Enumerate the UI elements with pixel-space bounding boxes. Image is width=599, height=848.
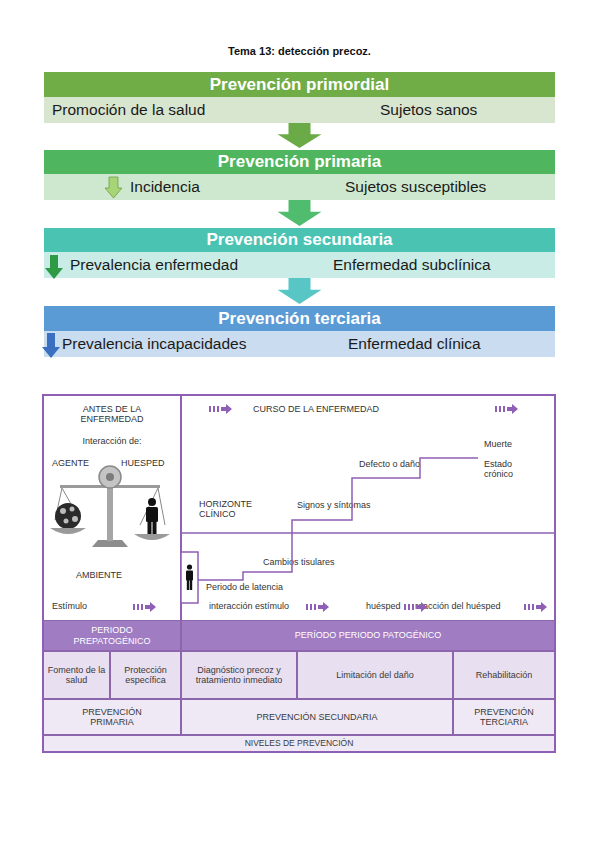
node-text: Muerte: [484, 439, 512, 449]
level-arrow: [278, 278, 322, 304]
node-text: Defecto o daño: [359, 459, 420, 469]
node-text: Signos y síntomas: [297, 500, 371, 510]
node-text: Enfermedad subclínica: [333, 256, 491, 274]
levels-band: NIVELES DE PREVENCIÓN: [43, 735, 555, 752]
region-box: ANTES DE LA ENFERMEDAD Interacción de: AGE…: [43, 395, 181, 620]
course-arrow-icon: [495, 404, 518, 414]
node-text: CURSO DE LA ENFERMEDAD: [253, 404, 379, 414]
node-text: Estímulo: [52, 601, 87, 611]
down-arrow-icon: [45, 255, 63, 279]
node-text: huésped: [366, 601, 401, 611]
stimulus-arrow-icon: [524, 602, 547, 612]
period-band: PERIODO PREPATOGÉNICO: [43, 620, 181, 651]
level-subrow: Prevalencia incapacidades Enfermedad clín…: [44, 331, 555, 357]
node-text: PERIODO PREPATOGÉNICO: [57, 625, 167, 646]
action-box: Protección específica: [110, 651, 181, 699]
node-text: Prevención terciaria: [218, 309, 381, 329]
clinical-horizon-line: [181, 532, 555, 534]
node-text: Periodo de latencia: [206, 582, 283, 592]
region-box: CURSO DE LA ENFERMEDAD MuerteEstado cróni…: [181, 395, 555, 620]
stimulus-arrow-icon: [404, 602, 427, 612]
level-header: Prevención primordial: [44, 72, 555, 97]
disease-course-steps: [198, 458, 478, 580]
node-text: Incidencia: [130, 178, 200, 196]
level-header: Prevención terciaria: [44, 306, 555, 331]
node-text: Sujetos sanos: [380, 101, 477, 119]
node-text: Rehabilitación: [476, 670, 533, 680]
person-box: [181, 552, 198, 603]
prevention-band: PREVENCIÓN PRIMARIA: [43, 699, 181, 735]
node-text: Interacción de:: [71, 436, 153, 446]
node-text: NIVELES DE PREVENCIÓN: [245, 739, 354, 749]
person-icon: [186, 564, 193, 590]
node-text: Limitación del daño: [336, 670, 414, 680]
node-text: ANTES DE LA ENFERMEDAD: [55, 404, 169, 425]
balance-scale: [50, 466, 170, 547]
node-text: AGENTE: [52, 458, 89, 468]
level-subrow: Prevalencia enfermedad Enfermedad subclín…: [44, 252, 555, 278]
node-text: Diagnóstico precoz y tratamiento inmedia…: [187, 665, 291, 686]
node-text: Fomento de la salud: [47, 665, 107, 686]
node-text: Estado crónico: [484, 459, 529, 480]
node-text: AMBIENTE: [76, 570, 122, 580]
level-header: Prevención primaria: [44, 150, 555, 174]
level-subrow: Promoción de la salud Sujetos sanos: [44, 97, 555, 123]
node-text: PREVENCIÓN SECUNDARIA: [256, 712, 377, 722]
node-text: Protección específica: [114, 665, 178, 686]
node-text: Sujetos susceptibles: [345, 178, 486, 196]
action-box: Limitación del daño: [297, 651, 453, 699]
node-text: HORIZONTE CLÍNICO: [199, 499, 271, 520]
diagram-title: Tema 13: detección precoz.: [0, 45, 599, 57]
level-arrow: [278, 200, 322, 226]
course-arrow-icon: [209, 404, 232, 414]
level-header: Prevención secundaria: [44, 228, 555, 252]
down-arrow-icon: [105, 177, 122, 198]
stimulus-arrow-icon: [133, 602, 156, 612]
prevention-band: PREVENCIÓN TERCIARIA: [453, 699, 555, 735]
node-text: Cambios tisulares: [263, 557, 335, 567]
diagram-frame: [43, 395, 555, 752]
node-text: Promoción de la salud: [52, 101, 205, 119]
prevention-band: PREVENCIÓN SECUNDARIA: [181, 699, 453, 735]
period-band: PERÍODO PERIODO PATOGÉNICO: [181, 620, 555, 651]
node-text: Prevención secundaria: [206, 230, 392, 250]
level-subrow: Incidencia Sujetos susceptibles: [44, 174, 555, 200]
node-text: PERÍODO PERIODO PATOGÉNICO: [295, 630, 442, 640]
action-box: Diagnóstico precoz y tratamiento inmedia…: [181, 651, 297, 699]
node-text: Prevención primordial: [210, 75, 390, 95]
stimulus-arrow-icon: [306, 602, 329, 612]
down-arrow-icon: [42, 333, 60, 358]
node-text: Prevalencia enfermedad: [70, 256, 238, 274]
node-text: Prevalencia incapacidades: [62, 335, 246, 353]
action-box: Rehabilitación: [453, 651, 555, 699]
node-text: PREVENCIÓN PRIMARIA: [67, 707, 157, 728]
node-text: reacción del huésped: [415, 601, 501, 611]
node-text: interacción estímulo: [209, 601, 289, 611]
action-box: Fomento de la salud: [43, 651, 110, 699]
node-text: Enfermedad clínica: [348, 335, 481, 353]
level-arrow: [278, 123, 322, 148]
node-text: PREVENCIÓN TERCIARIA: [459, 707, 549, 728]
divider-line: [180, 395, 182, 620]
node-text: Prevención primaria: [218, 152, 381, 172]
node-text: HUESPED: [121, 458, 165, 468]
